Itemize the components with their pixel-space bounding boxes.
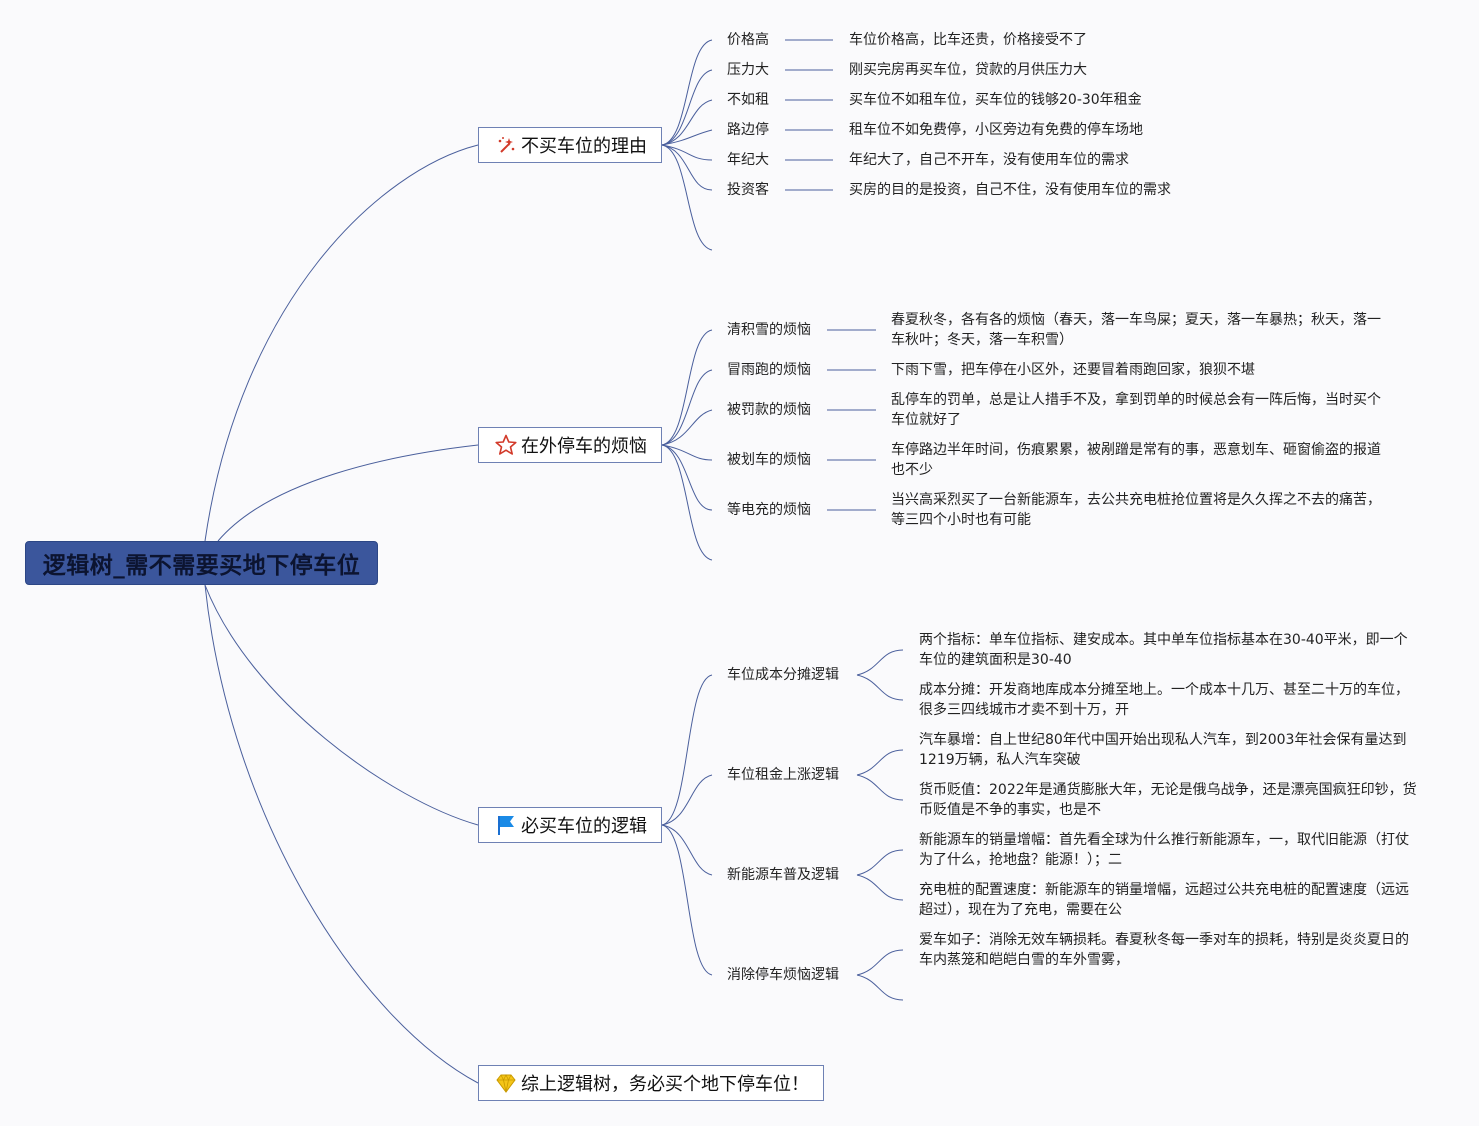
logic-sub-desc[interactable]: 新能源车的销量增幅：首先看全球为什么推行新能源车，一，取代旧能源（打仗为了什么，… [919,832,1409,868]
logic-sub-desc[interactable]: 两个指标：单车位指标、建安成本。其中单车位指标基本在30-40平米，即一个车位的… [919,632,1408,668]
trouble-desc[interactable]: 乱停车的罚单，总是让人措手不及，拿到罚单的时候总会有一阵后悔，当时买个车位就好了 [891,392,1381,428]
trouble-label[interactable]: 被罚款的烦恼 [727,402,811,418]
trouble-desc[interactable]: 车停路边半年时间，伤痕累累，被剐蹭是常有的事，恶意划车、砸窗偷盗的报道也不少 [891,442,1381,478]
reason-desc[interactable]: 车位价格高，比车还贵，价格接受不了 [849,32,1087,48]
trouble-desc[interactable]: 当兴高采烈买了一台新能源车，去公共充电桩抢位置将是久久挥之不去的痛苦，等三四个小… [891,492,1381,528]
topic-title: 不买车位的理由 [521,136,647,157]
topic-title: 在外停车的烦恼 [521,436,647,457]
gem-icon [495,1072,517,1094]
trouble-desc[interactable]: 下雨下雪，把车停在小区外，还要冒着雨跑回家，狼狈不堪 [891,362,1255,378]
reason-label[interactable]: 年纪大 [727,152,769,168]
trouble-label[interactable]: 被划车的烦恼 [727,452,811,468]
topic-title: 综上逻辑树，务必买个地下停车位！ [521,1074,809,1095]
reason-desc[interactable]: 年纪大了，自己不开车，没有使用车位的需求 [849,152,1129,168]
logic-sub-desc[interactable]: 爱车如子：消除无效车辆损耗。春夏秋冬每一季对车的损耗，特别是炎炎夏日的车内蒸笼和… [919,932,1409,968]
topic-troubles[interactable]: 在外停车的烦恼 [478,427,662,463]
logic-sub-desc[interactable]: 充电桩的配置速度：新能源车的销量增幅，远超过公共充电桩的配置速度（远远超过），现… [919,882,1409,918]
reason-desc[interactable]: 刚买完房再买车位，贷款的月供压力大 [849,62,1087,78]
logic-sub-desc[interactable]: 货币贬值：2022年是通货膨胀大年，无论是俄乌战争，还是漂亮国疯狂印钞，货币贬值… [919,782,1417,818]
trouble-label[interactable]: 清积雪的烦恼 [727,322,811,338]
reason-desc[interactable]: 买房的目的是投资，自己不住，没有使用车位的需求 [849,182,1171,198]
reason-label[interactable]: 压力大 [727,62,769,78]
topic-conclusion[interactable]: 综上逻辑树，务必买个地下停车位！ [478,1065,824,1101]
root-topic[interactable]: 逻辑树_需不需要买地下停车位 [25,541,378,585]
trouble-desc[interactable]: 春夏秋冬，各有各的烦恼（春天，落一车鸟屎；夏天，落一车暴热；秋天，落一车秋叶；冬… [891,312,1381,348]
topic-logic[interactable]: 必买车位的逻辑 [478,807,662,843]
logic-label[interactable]: 车位租金上涨逻辑 [727,767,839,783]
reason-label[interactable]: 路边停 [727,122,769,138]
logic-sub-desc[interactable]: 汽车暴增：自上世纪80年代中国开始出现私人汽车，到2003年社会保有量达到121… [919,732,1407,768]
topic-title: 必买车位的逻辑 [521,816,647,837]
star-icon [495,434,517,456]
sparkle-icon [495,134,517,156]
logic-sub-desc[interactable]: 成本分摊：开发商地库成本分摊至地上。一个成本十几万、甚至二十万的车位，很多三四线… [919,682,1409,718]
reason-label[interactable]: 不如租 [727,92,769,108]
reason-desc[interactable]: 买车位不如租车位，买车位的钱够20-30年租金 [849,92,1142,108]
topic-reasons[interactable]: 不买车位的理由 [478,127,662,163]
logic-label[interactable]: 车位成本分摊逻辑 [727,667,839,683]
logic-label[interactable]: 消除停车烦恼逻辑 [727,967,839,983]
trouble-label[interactable]: 等电充的烦恼 [727,502,811,518]
logic-label[interactable]: 新能源车普及逻辑 [727,867,839,883]
reason-label[interactable]: 价格高 [727,32,769,48]
trouble-label[interactable]: 冒雨跑的烦恼 [727,362,811,378]
root-title: 逻辑树_需不需要买地下停车位 [42,553,361,579]
reason-desc[interactable]: 租车位不如免费停，小区旁边有免费的停车场地 [849,122,1143,138]
reason-label[interactable]: 投资客 [727,182,769,198]
flag-icon [495,814,517,836]
